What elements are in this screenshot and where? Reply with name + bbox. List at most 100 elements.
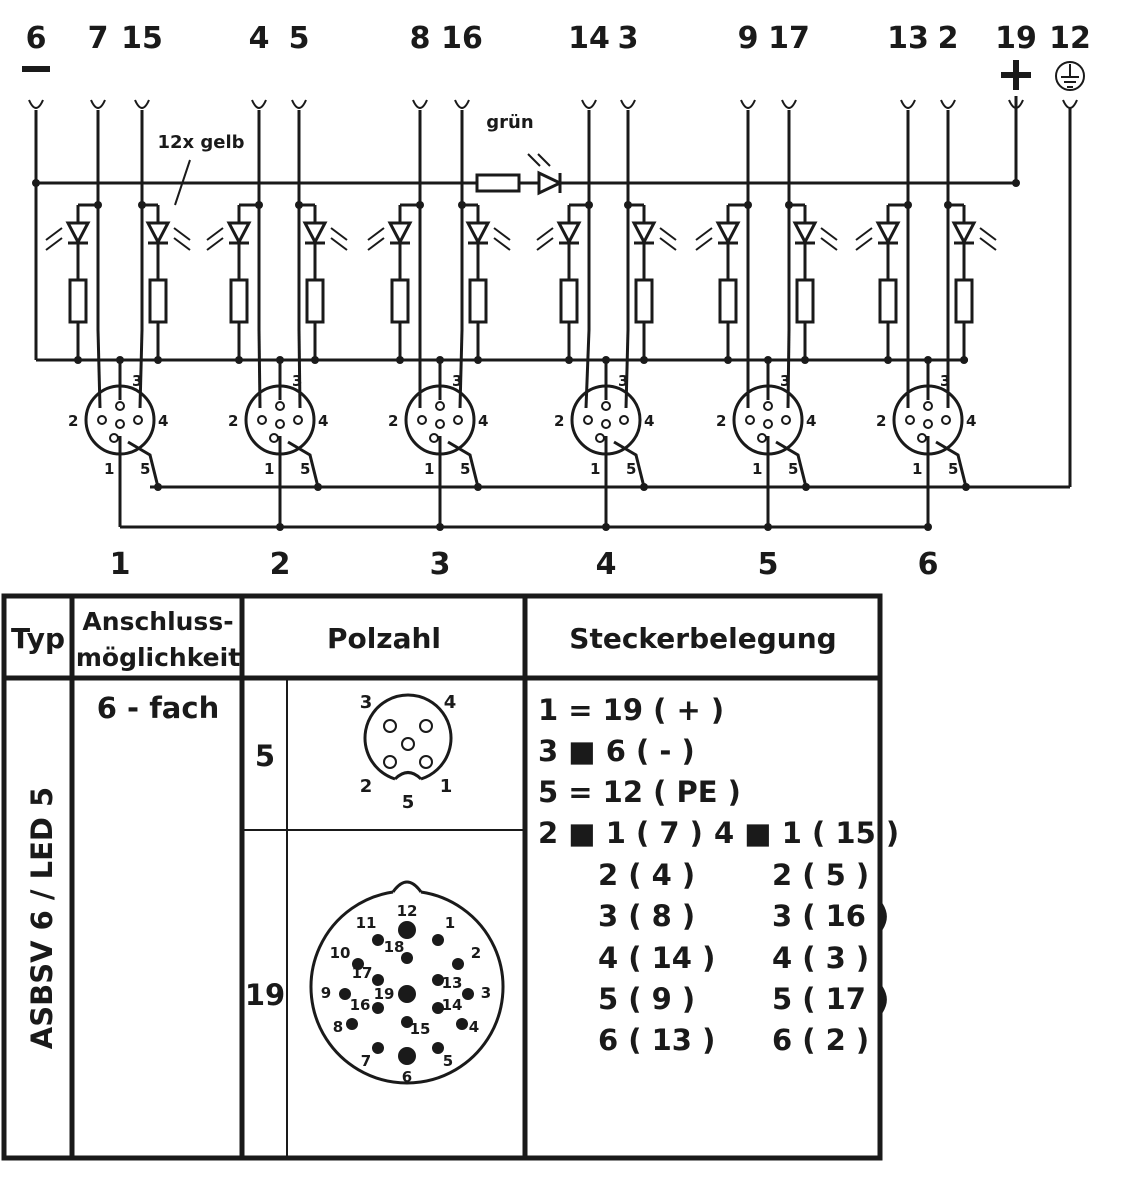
junction-dot: [565, 356, 573, 364]
light-arrow: [536, 227, 554, 241]
connector-pin: [293, 415, 303, 425]
pin-label: 6: [26, 21, 47, 56]
connector-pin: [595, 433, 605, 443]
round-pin-label: 3: [481, 984, 491, 1002]
connector-wire: [613, 440, 646, 488]
connector-pin: [115, 401, 125, 411]
round-pin-label: 11: [356, 914, 377, 932]
signal-wire: [138, 329, 144, 409]
junction-dot: [724, 356, 732, 364]
connector-pin: [269, 433, 279, 443]
light-arrow: [45, 237, 63, 251]
connector-pin: [97, 415, 107, 425]
assignment-right-line: 5 ( 17 ): [772, 982, 889, 1016]
connector-pin-label: 1: [752, 460, 762, 478]
terminal-hook: [581, 99, 597, 109]
green-led-label: grün: [486, 112, 533, 133]
light-arrow: [367, 237, 385, 251]
signal-wire: [624, 329, 630, 409]
round-pin: [432, 974, 444, 986]
round-pin-label: 9: [321, 984, 331, 1002]
yellow-led-label: 12x gelb: [157, 132, 244, 153]
m12-pin-label: 1: [440, 776, 453, 797]
header-typ: Typ: [11, 622, 65, 655]
light-arrow: [493, 237, 511, 251]
light-arrow: [979, 227, 997, 241]
terminal-hook: [781, 99, 797, 109]
ground-icon: [1055, 61, 1085, 91]
connector-pin-label: 3: [780, 372, 790, 390]
light-arrow: [659, 237, 677, 251]
yellow-led-pointer: [174, 159, 191, 206]
resistor: [229, 278, 249, 324]
light-arrow: [855, 237, 873, 251]
terminal-hook: [620, 99, 636, 109]
resistor: [68, 278, 88, 324]
assignment-line: 5 = 12 ( PE ): [538, 775, 741, 809]
connector-pin-label: 2: [554, 412, 564, 430]
led-pair: [536, 110, 677, 409]
round-pin: [352, 958, 364, 970]
connector-pin: [275, 419, 285, 429]
round-pin: [339, 988, 351, 1000]
round-pin: [372, 974, 384, 986]
connector-pin-label: 2: [876, 412, 886, 430]
signal-wire: [584, 329, 591, 409]
round-pin-label: 8: [333, 1018, 343, 1036]
round-pin: [372, 1002, 384, 1014]
connector-pin-label: 3: [292, 372, 302, 390]
round-pin-label: 4: [469, 1018, 479, 1036]
light-arrow: [330, 237, 348, 251]
round-pin: [432, 934, 444, 946]
m12-pin-label: 5: [402, 792, 415, 813]
connector-pin: [745, 415, 755, 425]
spec-table: Typ Anschluss- möglichkeit Polzahl Steck…: [1, 593, 883, 1161]
led-diode: [792, 221, 818, 246]
connector-pin: [763, 401, 773, 411]
round-pin-label: 5: [443, 1052, 453, 1070]
light-arrow: [330, 227, 348, 241]
connector-pin-label: 2: [716, 412, 726, 430]
minus-symbol: [22, 66, 50, 72]
assignment-line: 3 ( 8 ): [598, 899, 695, 933]
junction-dot: [154, 356, 162, 364]
resistor: [468, 278, 488, 324]
light-arrow: [367, 227, 385, 241]
light-arrow: [695, 237, 713, 251]
connector-number: 3: [430, 547, 451, 582]
light-arrow: [173, 227, 191, 241]
round-pin-label: 18: [384, 938, 405, 956]
pole-count-19: 19: [245, 978, 285, 1012]
connector-pin: [257, 415, 267, 425]
junction-dot: [74, 356, 82, 364]
light-arrow: [659, 227, 677, 241]
resistor: [954, 278, 974, 324]
led-diode: [951, 221, 977, 246]
light-arrow: [855, 227, 873, 241]
connector-pin: [619, 415, 629, 425]
assignment-line: 2 ( 4 ): [598, 858, 695, 892]
round-pin: [372, 934, 384, 946]
pin-label: 2: [938, 21, 959, 56]
connector-pin: [601, 419, 611, 429]
header-steckerbelegung: Steckerbelegung: [569, 622, 836, 655]
assignment-line: 2 ■ 1 ( 7 ): [538, 816, 703, 850]
pin-label: 7: [88, 21, 109, 56]
signal-wire: [96, 329, 102, 409]
top-pin-labels: 6 7 15 4 5 8 16 14 3 9 17 13 2 19 12: [26, 21, 1091, 56]
connector-pin-label: 1: [424, 460, 434, 478]
led-pair: [45, 110, 191, 409]
connector-pin: [601, 401, 611, 411]
connector-pin: [435, 401, 445, 411]
pin-label: 3: [618, 21, 639, 56]
connector-wire: [447, 440, 480, 488]
led-pair: [695, 110, 838, 409]
resistor: [634, 278, 654, 324]
round-pin: [432, 1002, 444, 1014]
pin-label: 12: [1049, 21, 1091, 56]
connector-number: 4: [596, 547, 617, 582]
led-pair: [206, 110, 348, 409]
